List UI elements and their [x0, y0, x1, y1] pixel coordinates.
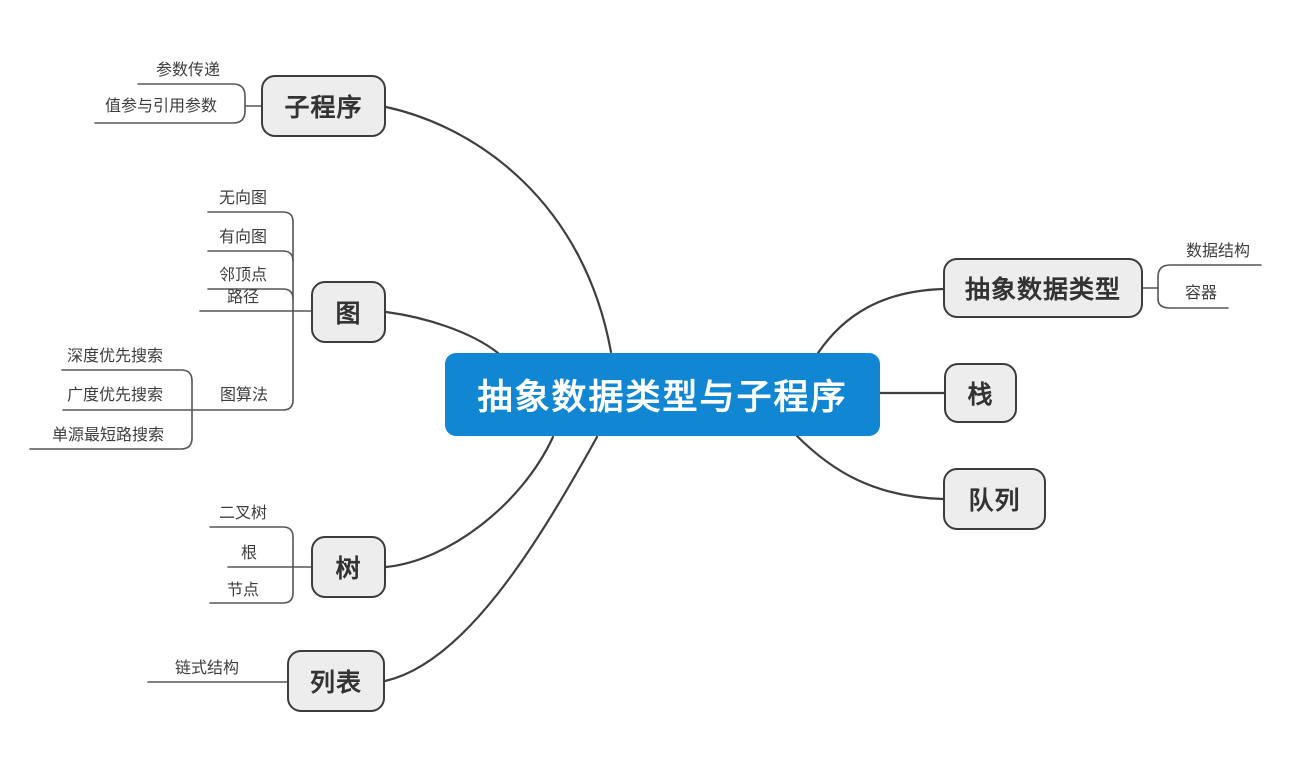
connector-directed: [207, 250, 294, 262]
subtopic-root-node[interactable]: 根: [240, 545, 257, 562]
connector-value-ref-params: [94, 110, 246, 124]
branch-curve-list: [383, 435, 599, 683]
root-topic[interactable]: 抽象数据类型与子程序: [445, 353, 880, 436]
connector-sssp: [29, 437, 193, 450]
topic-tree[interactable]: 树: [311, 536, 386, 598]
subtopic-param-passing[interactable]: 参数传递: [155, 62, 220, 79]
subtopic-undirected-graph[interactable]: 无向图: [218, 190, 267, 207]
branch-curve-queue: [795, 434, 945, 501]
connector-graph-algorithms: [62, 399, 294, 411]
subtopic-linked-structure[interactable]: 链式结构: [174, 660, 239, 677]
subtopic-value-ref-params[interactable]: 值参与引用参数: [104, 98, 217, 115]
subtopic-container[interactable]: 容器: [1184, 285, 1217, 302]
connector-binary-tree: [209, 526, 294, 538]
branch-curve-tree: [384, 435, 555, 569]
connector-undirected: [207, 211, 294, 223]
topic-list[interactable]: 列表: [287, 650, 385, 712]
connector-node: [209, 592, 294, 604]
topic-subprogram[interactable]: 子程序: [261, 75, 386, 137]
connector-data-structure: [1157, 264, 1262, 278]
subtopic-sssp[interactable]: 单源最短路搜索: [51, 427, 164, 444]
topic-adt[interactable]: 抽象数据类型: [943, 258, 1143, 318]
branch-curve-graph: [384, 310, 500, 355]
topic-queue[interactable]: 队列: [943, 468, 1046, 530]
subtopic-adjacent-vertex[interactable]: 邻顶点: [218, 267, 267, 284]
subtopic-binary-tree[interactable]: 二叉树: [218, 505, 267, 522]
subtopic-dfs[interactable]: 深度优先搜索: [66, 348, 163, 365]
topic-stack[interactable]: 栈: [944, 363, 1017, 423]
connector-container: [1157, 298, 1229, 309]
subtopic-node[interactable]: 节点: [226, 582, 259, 599]
connector-param-passing: [137, 83, 246, 97]
branch-curve-subprogram: [384, 105, 613, 354]
subtopic-bfs[interactable]: 广度优先搜索: [66, 387, 163, 404]
subtopic-graph-algorithms[interactable]: 图算法: [219, 387, 268, 404]
connector-dfs: [61, 369, 193, 382]
topic-graph[interactable]: 图: [311, 281, 386, 343]
branch-curve-adt: [816, 287, 945, 355]
subtopic-data-structure[interactable]: 数据结构: [1185, 243, 1250, 260]
subtopic-path[interactable]: 路径: [226, 289, 259, 306]
subtopic-directed-graph[interactable]: 有向图: [218, 229, 267, 246]
